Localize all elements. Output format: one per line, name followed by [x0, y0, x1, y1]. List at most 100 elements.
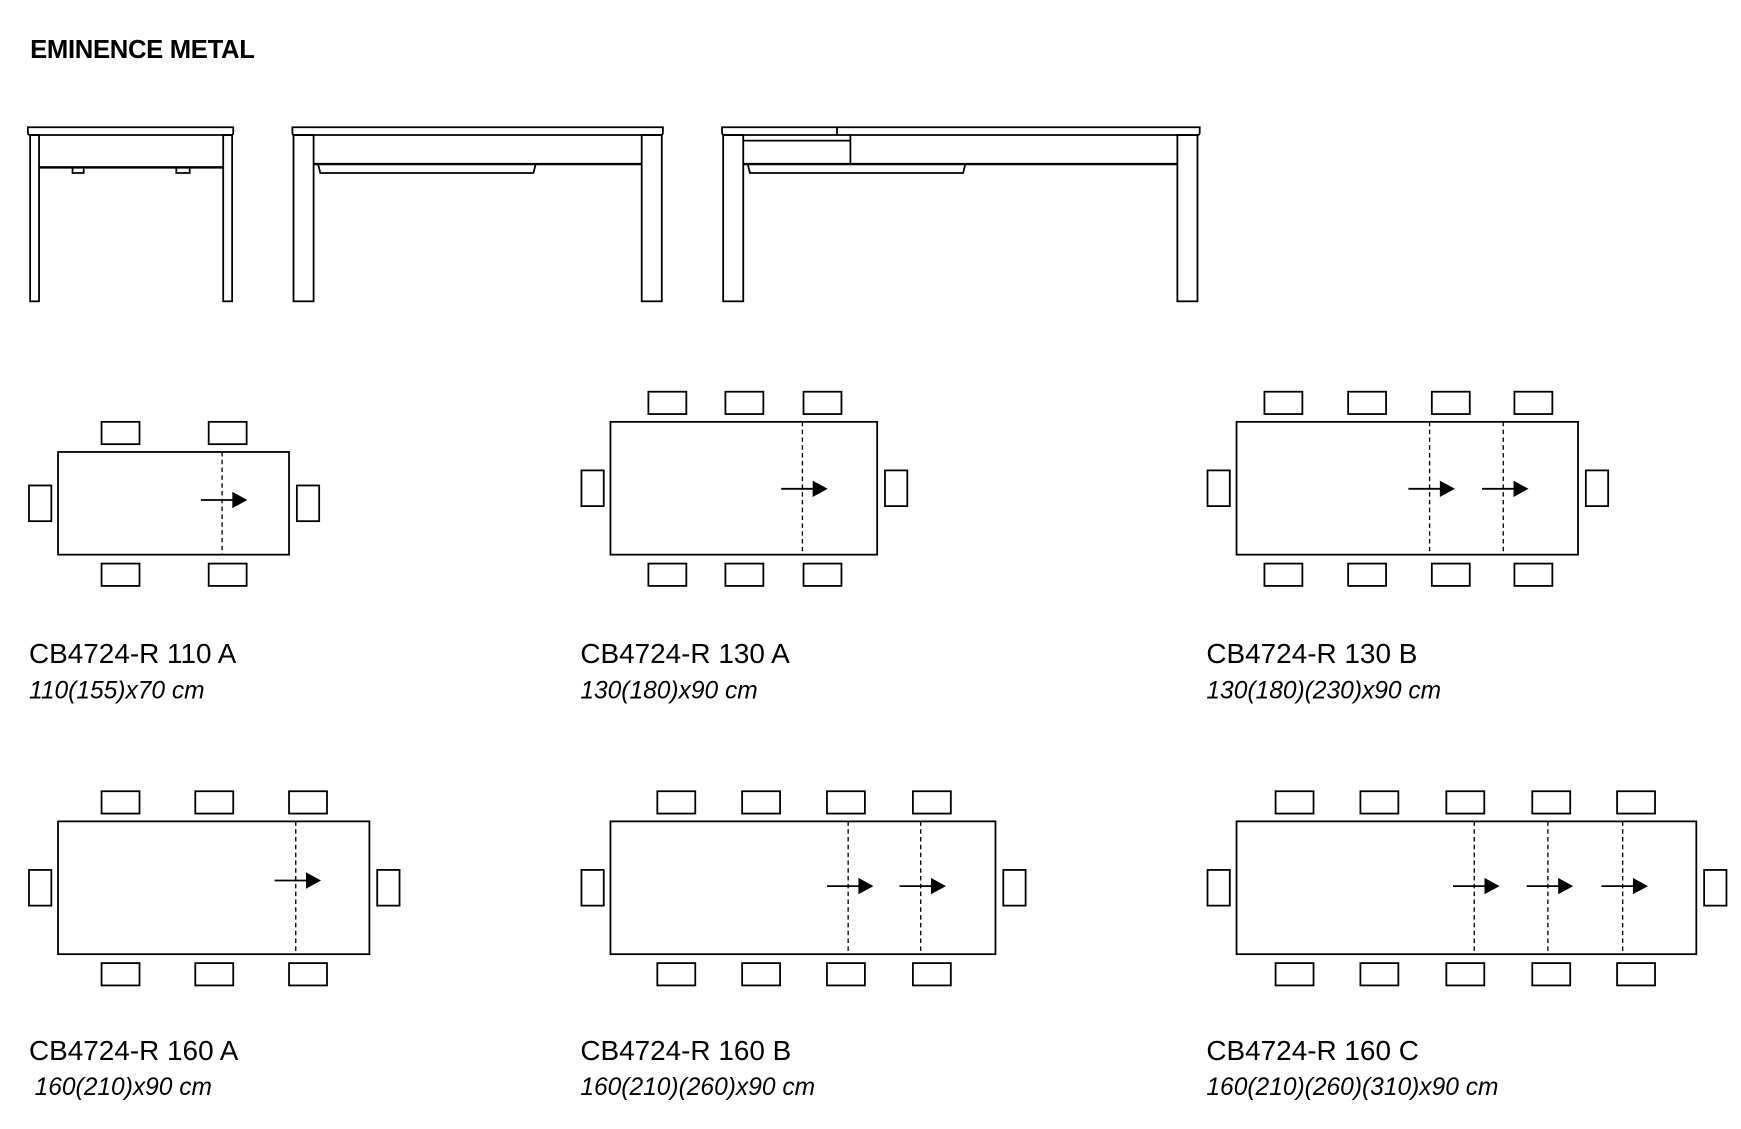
chair: [647, 562, 688, 587]
chair: [724, 390, 765, 415]
chair: [1513, 390, 1554, 415]
arrow-icon: [1408, 480, 1455, 498]
chair: [1359, 790, 1400, 815]
chair: [911, 790, 952, 815]
chair: [1002, 869, 1027, 907]
arrow-head: [930, 877, 947, 895]
table-top: [57, 820, 371, 956]
chair: [884, 469, 909, 507]
plan-view-3: [1206, 390, 1610, 587]
plan-view-2: [580, 390, 909, 587]
chair: [911, 962, 952, 987]
chair: [802, 390, 843, 415]
side-view-one-extension: [291, 126, 664, 303]
arrow-head: [232, 491, 248, 509]
chair: [656, 962, 697, 987]
chair: [1274, 790, 1315, 815]
chair: [741, 962, 781, 987]
table-top: [609, 420, 879, 556]
chair: [1531, 790, 1572, 815]
model-code: CB4724-R 160 A: [29, 1035, 239, 1067]
arrow-head: [1558, 877, 1574, 895]
chair: [656, 790, 697, 815]
arrow-head: [1484, 877, 1500, 895]
chair: [826, 790, 866, 815]
model-dimensions: 160(210)(260)x90 cm: [580, 1072, 816, 1101]
chair: [100, 790, 141, 815]
arrow-icon: [781, 480, 828, 498]
chair: [1263, 562, 1304, 587]
chair: [194, 962, 235, 987]
chair: [1616, 962, 1656, 987]
chair: [1274, 962, 1315, 987]
model-dimensions: 160(210)(260)(310)x90 cm: [1206, 1072, 1499, 1101]
chair: [1584, 469, 1610, 507]
chair: [802, 562, 843, 587]
plan-view-5: [580, 790, 1027, 987]
plan-view-6: [1206, 790, 1728, 987]
model-dimensions: 130(180)x90 cm: [580, 676, 758, 705]
chair: [647, 390, 688, 415]
arrow-icon: [1601, 877, 1648, 895]
chair: [826, 962, 866, 987]
chair: [295, 484, 321, 523]
chair: [1359, 962, 1400, 987]
chair: [1703, 869, 1728, 907]
chair: [1616, 790, 1656, 815]
arrow-icon: [1453, 877, 1500, 895]
plan-view-4: [28, 790, 401, 987]
chair: [1206, 469, 1231, 507]
arrow-icon: [274, 872, 322, 889]
chair: [580, 469, 605, 507]
plan-view-1: [28, 420, 321, 587]
chair: [724, 562, 765, 587]
chair: [1445, 962, 1486, 987]
arrow-head: [306, 872, 322, 889]
table-top: [609, 820, 997, 956]
chair: [1347, 390, 1387, 415]
chair: [194, 790, 235, 815]
chair: [100, 562, 141, 587]
arrow-icon: [826, 877, 874, 895]
model-code: CB4724-R 160 B: [580, 1035, 792, 1067]
model-dimensions: 130(180)(230)x90 cm: [1206, 676, 1442, 705]
table-top: [1235, 820, 1698, 956]
chair: [580, 869, 605, 907]
arrow-head: [1439, 480, 1455, 498]
chair: [207, 562, 248, 587]
chair: [288, 790, 328, 815]
arrow-icon: [899, 877, 947, 895]
chair: [207, 420, 248, 446]
table-top: [1235, 420, 1579, 556]
arrow-head: [812, 480, 828, 498]
side-view-extended: [721, 126, 1201, 303]
chair: [1430, 562, 1471, 587]
model-code: CB4724-R 160 C: [1206, 1035, 1419, 1067]
arrow-icon: [1526, 877, 1574, 895]
model-code: CB4724-R 110 A: [29, 638, 237, 670]
chair: [1263, 390, 1304, 415]
page-title: EMINENCE METAL: [30, 34, 255, 64]
chair: [288, 962, 328, 987]
chair: [100, 962, 141, 987]
chair: [1430, 390, 1471, 415]
chair: [376, 869, 401, 907]
chair: [741, 790, 781, 815]
arrow-head: [858, 877, 874, 895]
table-top: [57, 451, 290, 556]
arrow-icon: [1482, 480, 1529, 498]
chair: [1513, 562, 1554, 587]
chair: [100, 420, 141, 446]
arrow-head: [1632, 877, 1648, 895]
chair: [1206, 869, 1231, 907]
chair: [28, 869, 53, 907]
side-view-closed: [27, 126, 235, 303]
model-code: CB4724-R 130 A: [580, 638, 790, 670]
chair: [1347, 562, 1387, 587]
chair: [28, 484, 53, 523]
model-dimensions: 160(210)x90 cm: [34, 1072, 213, 1101]
chair: [1445, 790, 1486, 815]
arrow-head: [1513, 480, 1529, 498]
